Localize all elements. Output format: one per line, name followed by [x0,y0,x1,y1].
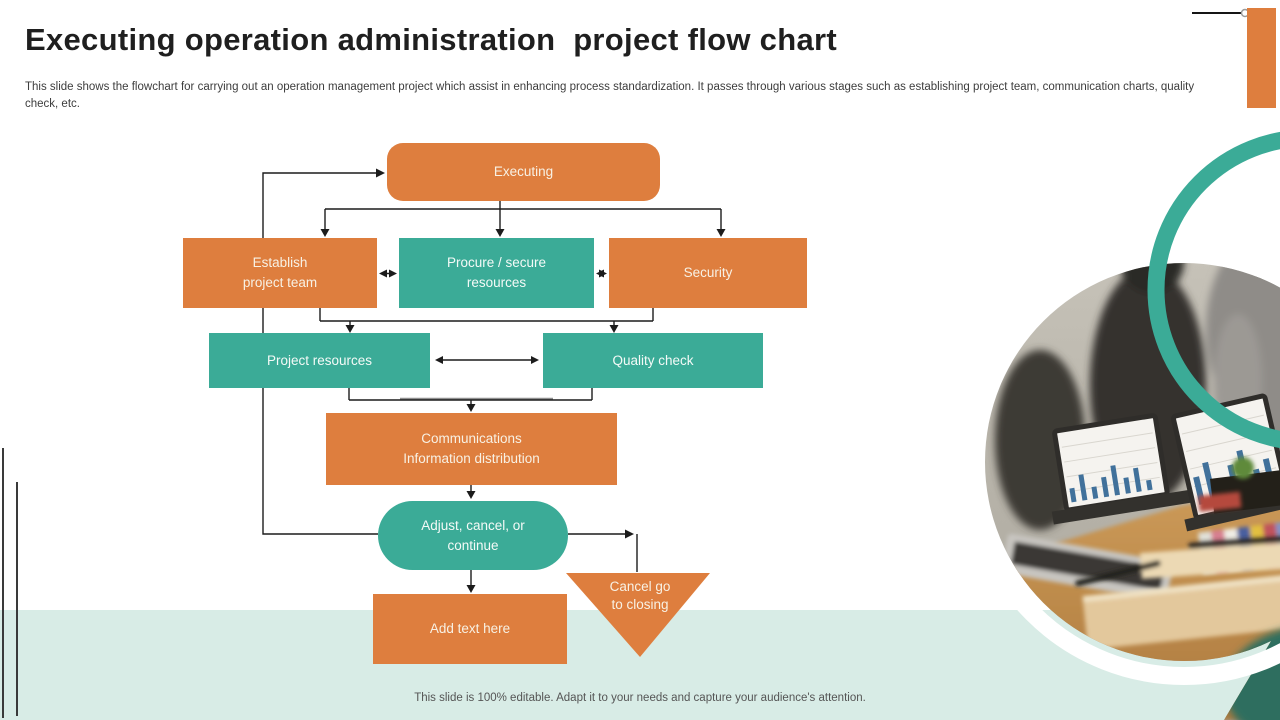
left-accent-lines [2,448,18,718]
node-project-resources: Project resources [209,333,430,388]
node-communications: Communications Information distribution [326,413,617,485]
node-quality-check: Quality check [543,333,763,388]
slide-title: Executing operation administration proje… [25,22,837,57]
connector-arrowheads [320,168,726,593]
node-establish-project-team: Establish project team [183,238,377,308]
accent-bar [1247,8,1276,108]
node-cancel-closing-shape [566,573,710,657]
node-add-text-here: Add text here [373,594,567,664]
office-photo [985,263,1280,720]
node-executing: Executing [387,143,660,201]
node-adjust-cancel-continue: Adjust, cancel, or continue [378,501,568,570]
footer-note: This slide is 100% editable. Adapt it to… [414,692,866,704]
teal-ring [1147,131,1280,449]
photo-separator-arc [961,239,1280,685]
node-cancel-closing-label: Cancel go to closing [609,579,671,613]
node-security: Security [609,238,807,308]
node-procure-secure-resources: Procure / secure resources [399,238,594,308]
slide-subtitle: This slide shows the flowchart for carry… [25,81,1195,111]
